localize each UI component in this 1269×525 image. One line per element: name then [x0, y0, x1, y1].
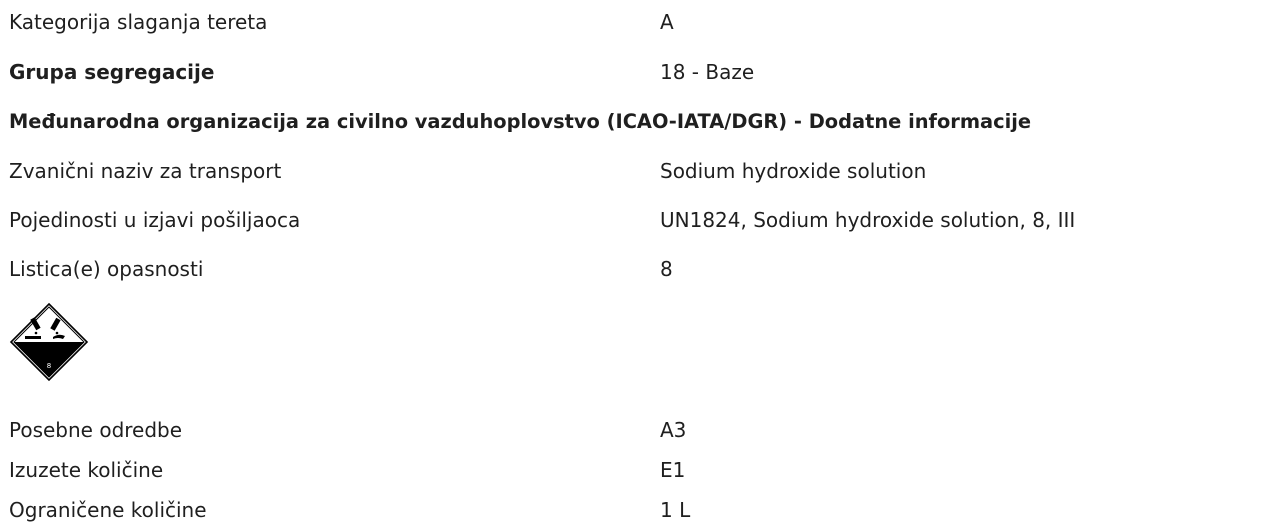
row-value: A3: [660, 418, 687, 442]
row-hazard-labels: Listica(e) opasnosti 8: [9, 255, 1269, 283]
row-value: 18 - Baze: [660, 60, 755, 84]
row-value: 8: [660, 257, 673, 281]
row-label: Pojedinosti u izjavi pošiljaoca: [9, 208, 301, 232]
row-label: Grupa segregacije: [9, 60, 215, 84]
row-value: UN1824, Sodium hydroxide solution, 8, II…: [660, 208, 1076, 232]
row-value: Sodium hydroxide solution: [660, 159, 927, 183]
row-label: Zvanični naziv za transport: [9, 159, 282, 183]
row-label: Izuzete količine: [9, 458, 164, 482]
row-stowage-category: Kategorija slaganja tereta A: [9, 8, 1269, 36]
row-label: Ograničene količine: [9, 498, 207, 522]
corrosive-hazard-label-icon: 8: [9, 302, 89, 382]
row-proper-shipping-name: Zvanični naziv za transport Sodium hydro…: [9, 157, 1269, 185]
row-label: Kategorija slaganja tereta: [9, 10, 268, 34]
section-title-icao: Međunarodna organizacija za civilno vazd…: [9, 110, 1032, 133]
row-segregation-group: Grupa segregacije 18 - Baze: [9, 58, 1269, 86]
row-label: Listica(e) opasnosti: [9, 257, 204, 281]
row-limited-quantities: Ograničene količine 1 L: [9, 496, 1269, 524]
class-number: 8: [47, 362, 51, 370]
row-value: A: [660, 10, 674, 34]
row-special-provisions: Posebne odredbe A3: [9, 416, 1269, 444]
row-shipper-declaration: Pojedinosti u izjavi pošiljaoca UN1824, …: [9, 206, 1269, 234]
row-value: E1: [660, 458, 686, 482]
row-value: 1 L: [660, 498, 691, 522]
row-excepted-quantities: Izuzete količine E1: [9, 456, 1269, 484]
row-label: Posebne odredbe: [9, 418, 183, 442]
